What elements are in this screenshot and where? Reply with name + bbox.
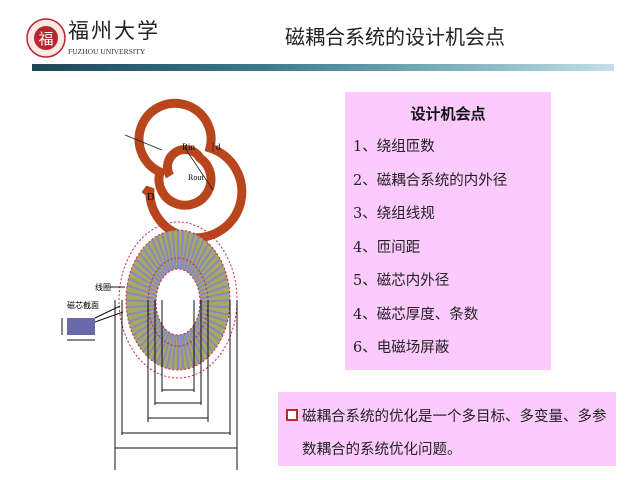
spiral-coil bbox=[134, 98, 247, 243]
winding-spoke bbox=[199, 304, 230, 309]
winding-spoke bbox=[196, 264, 224, 287]
winding-spoke bbox=[181, 334, 190, 369]
coil-label: 线圈 bbox=[95, 282, 111, 292]
note-panel: 磁耦合系统的优化是一个多目标、多变量、多参数耦合的系统优化问题。 bbox=[278, 392, 616, 466]
note-text: 磁耦合系统的优化是一个多目标、多变量、多参数耦合的系统优化问题。 bbox=[302, 409, 607, 458]
winding-spoke bbox=[155, 331, 170, 365]
winding-spoke bbox=[190, 242, 210, 276]
winding-spoke bbox=[155, 235, 170, 273]
winding-spoke bbox=[195, 258, 221, 284]
svg-text:福: 福 bbox=[38, 31, 53, 48]
winding-spoke bbox=[181, 231, 190, 270]
winding-spoke bbox=[186, 235, 201, 273]
winding-spoke bbox=[126, 291, 157, 300]
winding-spoke bbox=[171, 334, 177, 370]
winding-spoke bbox=[128, 311, 158, 323]
D-label: D bbox=[147, 192, 154, 203]
winding-spoke bbox=[191, 247, 214, 279]
core-section-rect bbox=[67, 318, 95, 335]
r-out-label: Rout bbox=[188, 173, 204, 182]
winding-spoke bbox=[198, 277, 228, 293]
winding-spoke bbox=[197, 314, 226, 330]
winding-spoke bbox=[183, 233, 196, 271]
winding-spoke bbox=[132, 264, 160, 287]
header-divider bbox=[32, 64, 614, 71]
list-item: 2、磁耦合系统的内外径 bbox=[353, 173, 508, 189]
winding-spoke bbox=[199, 284, 230, 297]
winding-spoke bbox=[193, 323, 218, 348]
university-seal-logo: 福 bbox=[26, 18, 66, 58]
winding-spoke bbox=[128, 277, 158, 293]
logo-text: 福州大学 bbox=[68, 19, 160, 43]
winding-spoke bbox=[197, 270, 227, 290]
list-item: 4、匝间距 bbox=[353, 240, 421, 256]
winding-spoke bbox=[186, 331, 201, 365]
winding-spoke bbox=[160, 333, 173, 367]
design-points-heading: 设计机会点 bbox=[410, 105, 486, 123]
winding-spoke bbox=[179, 334, 185, 370]
winding-spoke bbox=[138, 252, 163, 281]
design-points-panel: 设计机会点 1、绕组匝数 2、磁耦合系统的内外径 3、绕组线规 4、匝间距 5、… bbox=[345, 92, 551, 370]
logo-subtitle: FUZHOU UNIVERSITY bbox=[68, 47, 146, 56]
winding-spoke bbox=[193, 252, 218, 281]
winding-spoke bbox=[191, 325, 214, 353]
winding-spoke bbox=[138, 323, 163, 348]
winding-spoke bbox=[171, 230, 177, 270]
toroid-core bbox=[118, 221, 238, 379]
winding-spoke bbox=[183, 333, 196, 367]
winding-spoke bbox=[166, 231, 175, 270]
winding-spoke bbox=[179, 230, 185, 270]
winding-spoke bbox=[142, 325, 165, 353]
r-in-label: Rin bbox=[182, 142, 196, 152]
core-section-label: 磁芯截面 bbox=[67, 300, 99, 310]
winding-spoke bbox=[126, 284, 157, 297]
winding-spoke bbox=[126, 304, 157, 309]
list-item: 5、磁芯内外径 bbox=[353, 273, 450, 289]
list-item: 4、磁芯厚度、条数 bbox=[353, 307, 479, 323]
winding-spoke bbox=[142, 247, 165, 279]
winding-spoke bbox=[166, 334, 175, 369]
list-item: 1、绕组匝数 bbox=[353, 139, 435, 155]
winding-spoke bbox=[199, 299, 231, 303]
winding-spoke bbox=[130, 314, 159, 330]
list-item: 3、绕组线规 bbox=[353, 206, 435, 222]
winding-spoke bbox=[160, 233, 173, 271]
winding-spoke bbox=[146, 242, 166, 276]
winding-spoke bbox=[126, 307, 157, 316]
winding-spoke bbox=[199, 291, 230, 300]
winding-spoke bbox=[129, 270, 159, 290]
slide-title: 磁耦合系统的设计机会点 bbox=[285, 25, 505, 49]
winding-spoke bbox=[125, 299, 157, 303]
square-bullet-icon bbox=[286, 409, 298, 421]
winding-spoke bbox=[199, 307, 230, 316]
winding-spoke bbox=[151, 238, 168, 274]
winding-spoke bbox=[198, 311, 228, 323]
d-label: d bbox=[216, 142, 221, 152]
list-item: 6、电磁场屏蔽 bbox=[353, 340, 450, 356]
winding-spoke bbox=[188, 238, 205, 274]
winding-spoke bbox=[135, 258, 161, 284]
